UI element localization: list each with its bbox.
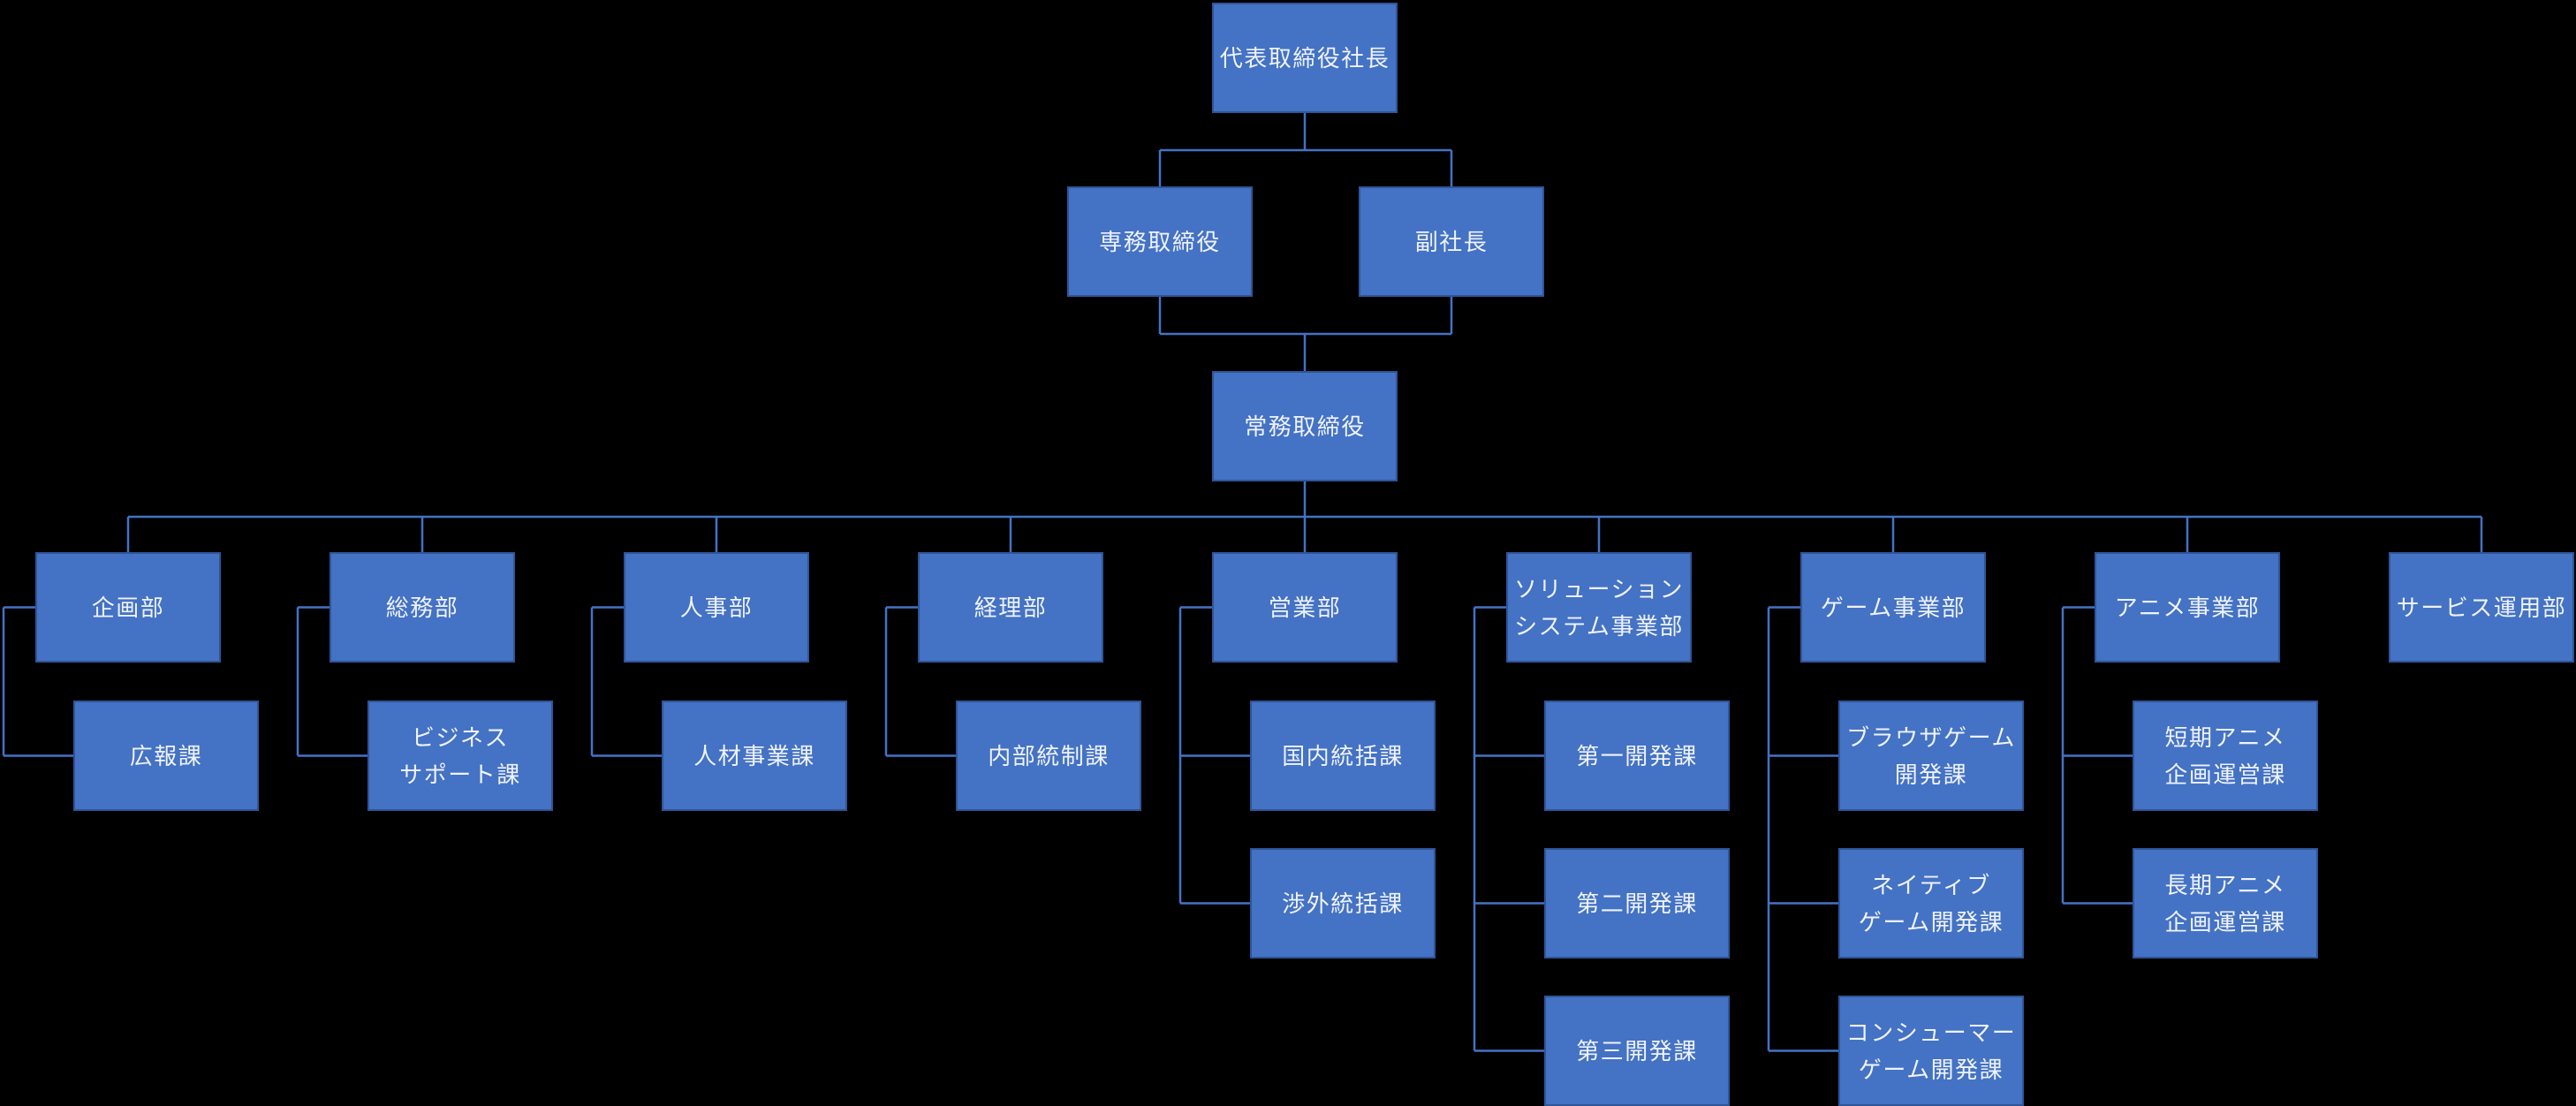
org-node-label-line: 短期アニメ: [2164, 723, 2286, 751]
org-node-label-line: ゲーム事業部: [1820, 594, 1966, 621]
org-node-accounting[interactable]: 経理部: [918, 552, 1103, 663]
org-node-label-line: 第一開発課: [1576, 742, 1698, 769]
org-node-label-line: 渉外統括課: [1282, 890, 1404, 917]
org-node-label-line: コンシューマー: [1845, 1019, 2017, 1046]
org-node-label-line: ソリューション: [1514, 575, 1684, 602]
org-node-native-game-dev[interactable]: ネイティブゲーム開発課: [1838, 848, 2024, 958]
org-node-short-anime-planning[interactable]: 短期アニメ企画運営課: [2133, 701, 2318, 811]
org-node-label-line: サービス運用部: [2396, 594, 2567, 621]
org-node-label-line: ビジネス: [411, 723, 509, 751]
org-node-domestic-supervision[interactable]: 国内統括課: [1250, 701, 1436, 811]
org-node-label-line: 第三開発課: [1576, 1037, 1698, 1064]
org-node-human-resources[interactable]: 人事部: [624, 552, 809, 663]
org-node-solution-system[interactable]: ソリューションシステム事業部: [1506, 552, 1692, 663]
org-node-dev-section-3[interactable]: 第三開発課: [1544, 996, 1730, 1106]
org-node-anime[interactable]: アニメ事業部: [2095, 552, 2280, 663]
org-node-general-affairs[interactable]: 総務部: [330, 552, 515, 663]
org-node-label-line: 国内統括課: [1282, 742, 1404, 769]
org-node-label-line: 代表取締役社長: [1219, 44, 1390, 72]
org-node-long-anime-planning[interactable]: 長期アニメ企画運営課: [2133, 848, 2318, 958]
org-node-browser-game-dev[interactable]: ブラウザゲーム開発課: [1838, 701, 2024, 811]
org-node-label-line: 営業部: [1268, 594, 1342, 621]
org-node-label-line: 常務取締役: [1244, 413, 1366, 440]
org-node-game[interactable]: ゲーム事業部: [1800, 552, 1986, 663]
org-node-label-line: システム事業部: [1514, 612, 1684, 640]
org-node-external-supervision[interactable]: 渉外統括課: [1250, 848, 1436, 958]
org-node-label-line: 開発課: [1894, 761, 1968, 788]
org-node-dev-section-1[interactable]: 第一開発課: [1544, 701, 1730, 811]
org-node-service-operation[interactable]: サービス運用部: [2389, 552, 2574, 663]
org-node-label-line: ネイティブ: [1871, 871, 1991, 898]
org-node-public-relations[interactable]: 広報課: [73, 701, 259, 811]
org-node-consumer-game-dev[interactable]: コンシューマーゲーム開発課: [1838, 996, 2024, 1106]
org-node-sales[interactable]: 営業部: [1212, 552, 1398, 663]
org-node-label-line: 内部統制課: [988, 742, 1110, 769]
org-node-label-line: 企画運営課: [2164, 761, 2286, 788]
org-node-label-line: ゲーム開発課: [1858, 908, 2004, 936]
org-node-hr-business[interactable]: 人材事業課: [662, 701, 847, 811]
org-node-president[interactable]: 代表取締役社長: [1212, 3, 1398, 113]
org-node-dev-section-2[interactable]: 第二開発課: [1544, 848, 1730, 958]
org-node-vice-president[interactable]: 副社長: [1359, 186, 1544, 297]
org-node-label-line: サポート課: [399, 761, 521, 788]
org-node-label-line: 人事部: [679, 594, 754, 621]
org-node-label-line: 総務部: [385, 594, 459, 621]
org-node-internal-control[interactable]: 内部統制課: [956, 701, 1141, 811]
org-node-label-line: 広報課: [129, 742, 203, 769]
org-node-label-line: 専務取締役: [1099, 228, 1221, 255]
org-node-label-line: 副社長: [1414, 228, 1489, 255]
org-node-planning[interactable]: 企画部: [35, 552, 221, 663]
org-node-label-line: ブラウザゲーム: [1846, 723, 2016, 751]
org-node-label-line: 長期アニメ: [2164, 871, 2286, 898]
org-node-managing-director[interactable]: 常務取締役: [1212, 371, 1398, 481]
org-node-label-line: 第二開発課: [1576, 890, 1698, 917]
org-node-label-line: ゲーム開発課: [1858, 1056, 2004, 1083]
org-node-label-line: アニメ事業部: [2114, 594, 2261, 621]
org-node-label-line: 経理部: [974, 594, 1048, 621]
org-node-label-line: 企画運営課: [2164, 908, 2286, 936]
org-node-label-line: 人材事業課: [693, 742, 815, 769]
org-node-business-support[interactable]: ビジネスサポート課: [367, 701, 553, 811]
org-node-label-line: 企画部: [91, 594, 165, 621]
org-node-executive-managing-director[interactable]: 専務取締役: [1067, 186, 1253, 297]
